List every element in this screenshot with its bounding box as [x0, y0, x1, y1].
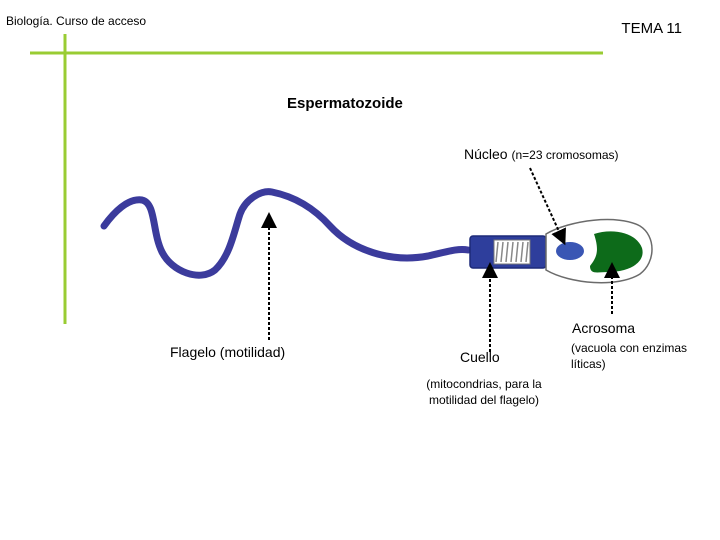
- diagram-title: Espermatozoide: [287, 95, 403, 112]
- acrosome-label: Acrosoma: [572, 320, 636, 336]
- acrosome-note: (vacuola con enzimas líticas): [571, 341, 688, 371]
- neck-label: Cuello: [460, 349, 500, 365]
- flagellum-tail: [100, 188, 472, 279]
- course-title: Biología. Curso de acceso: [6, 14, 147, 28]
- neck-note: (mitocondrias, para la motilidad del fla…: [426, 377, 542, 407]
- nucleus-label: Núcleo (n=23 cromosomas): [464, 146, 619, 162]
- nucleus-sublabel: (n=23 cromosomas): [511, 148, 619, 162]
- flagellum-label: Flagelo (motilidad): [170, 344, 286, 360]
- nucleus-label-text: Núcleo: [464, 146, 508, 162]
- nucleus-shape: [556, 242, 584, 260]
- nucleus-pointer-arrow: [529, 167, 566, 246]
- mitochondria-stripes: [495, 241, 529, 263]
- acrosome-shape: [590, 231, 643, 273]
- topic-label: TEMA 11: [621, 20, 682, 37]
